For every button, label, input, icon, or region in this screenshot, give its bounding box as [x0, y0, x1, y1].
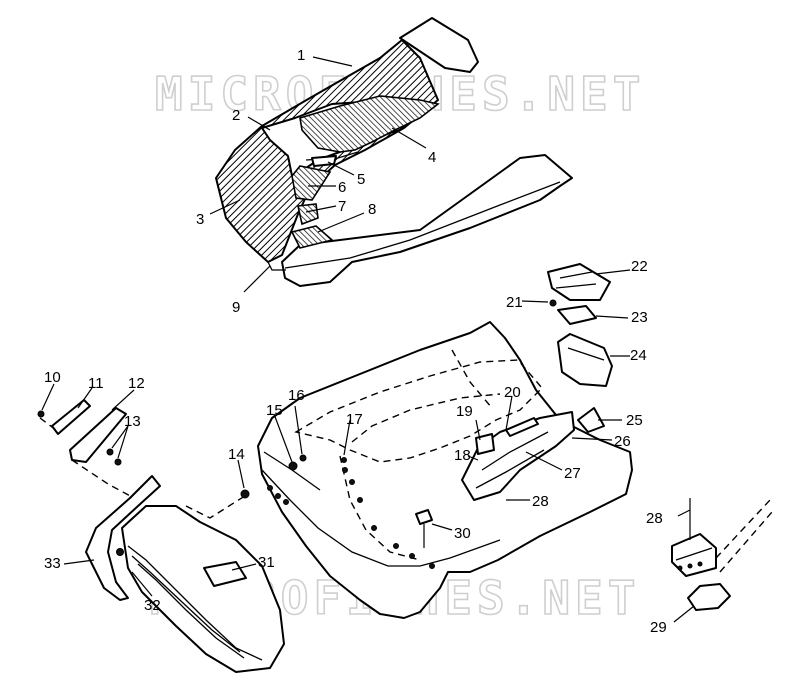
callout-6: 6 — [338, 179, 346, 196]
hinge-parts — [671, 498, 773, 611]
callout-27: 27 — [564, 465, 581, 482]
upper-hood-assembly — [215, 17, 573, 287]
callout-1: 1 — [297, 47, 305, 64]
latch-parts — [547, 263, 613, 433]
fasteners — [240, 454, 433, 548]
side-insert — [461, 411, 575, 501]
callout-24: 24 — [630, 347, 647, 364]
callout-18: 18 — [454, 447, 471, 464]
front-grille-assembly — [85, 475, 285, 673]
callout-8: 8 — [368, 201, 376, 218]
leader-lines — [41, 56, 695, 623]
callout-20: 20 — [504, 384, 521, 401]
callout-21: 21 — [506, 294, 523, 311]
callout-23: 23 — [631, 309, 648, 326]
callout-15: 15 — [266, 402, 283, 419]
callouts: 1 2 3 4 5 6 7 8 9 10 11 12 13 14 15 16 1… — [44, 47, 667, 636]
callout-3: 3 — [196, 211, 204, 228]
callout-7: 7 — [338, 198, 346, 215]
callout-4: 4 — [428, 149, 436, 166]
callout-5: 5 — [357, 171, 365, 188]
callout-14: 14 — [228, 446, 245, 463]
callout-17: 17 — [346, 411, 363, 428]
callout-31: 31 — [258, 554, 275, 571]
callout-10: 10 — [44, 369, 61, 386]
callout-33: 33 — [44, 555, 61, 572]
left-bracket-parts — [37, 399, 135, 499]
callout-28: 28 — [532, 493, 549, 510]
callout-28-hinge: 28 — [646, 510, 663, 527]
callout-30: 30 — [454, 525, 471, 542]
main-hood — [257, 321, 633, 619]
callout-26: 26 — [614, 433, 631, 450]
callout-32: 32 — [144, 597, 161, 614]
callout-9: 9 — [232, 299, 240, 316]
callout-13: 13 — [124, 413, 141, 430]
callout-2: 2 — [232, 107, 240, 124]
callout-22: 22 — [631, 258, 648, 275]
callout-16: 16 — [288, 387, 305, 404]
callout-29: 29 — [650, 619, 667, 636]
callout-19: 19 — [456, 403, 473, 420]
callout-11: 11 — [88, 375, 104, 392]
callout-12: 12 — [128, 375, 145, 392]
callout-25: 25 — [626, 412, 643, 429]
